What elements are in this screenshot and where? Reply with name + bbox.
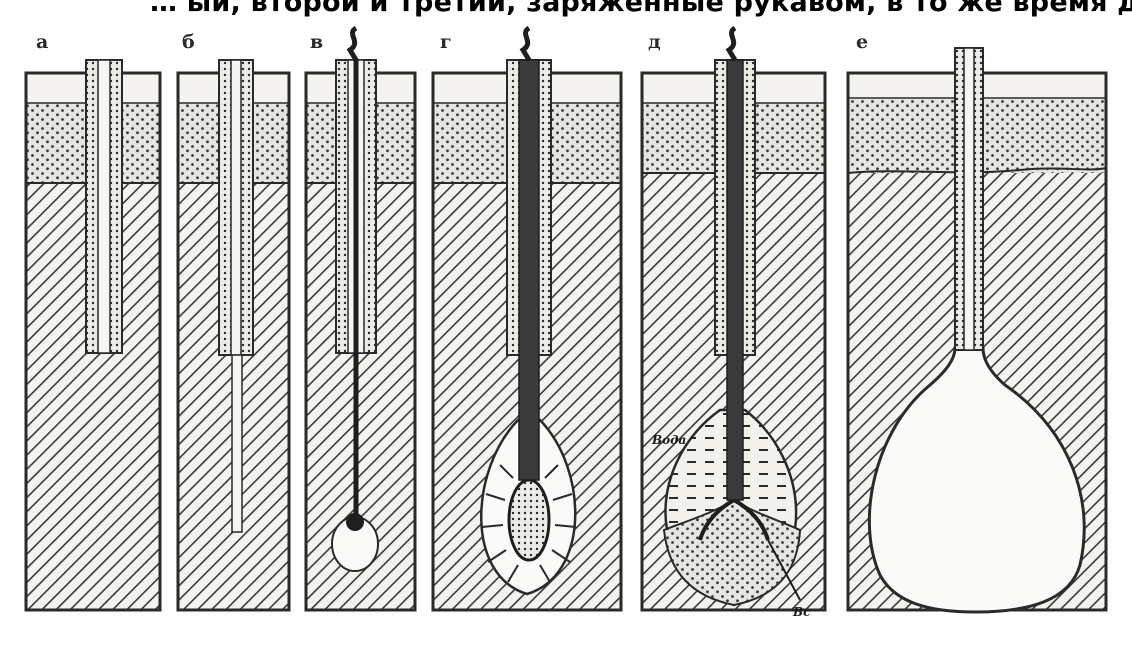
panel-b: б [178, 31, 289, 610]
panel-a: а [26, 31, 160, 610]
panel-v: в [306, 28, 415, 610]
panel-label-g: г [440, 31, 452, 53]
panel-d: Вода Вс д [642, 28, 825, 619]
casing-pipe [86, 60, 122, 353]
callout-lower: Вс [792, 605, 811, 619]
panel-label-v: в [310, 31, 323, 53]
panel-label-d: д [648, 31, 661, 53]
panel-e: е [848, 31, 1106, 612]
panel-label-b: б [182, 31, 195, 53]
callout-upper: Вода [651, 433, 686, 447]
casing-pipe [955, 48, 983, 350]
panel-label-e: е [856, 31, 868, 53]
panel-label-a: а [36, 31, 48, 53]
pilot-borehole [232, 355, 242, 532]
panel-g: г [433, 28, 621, 610]
casing-pipe [219, 60, 253, 355]
